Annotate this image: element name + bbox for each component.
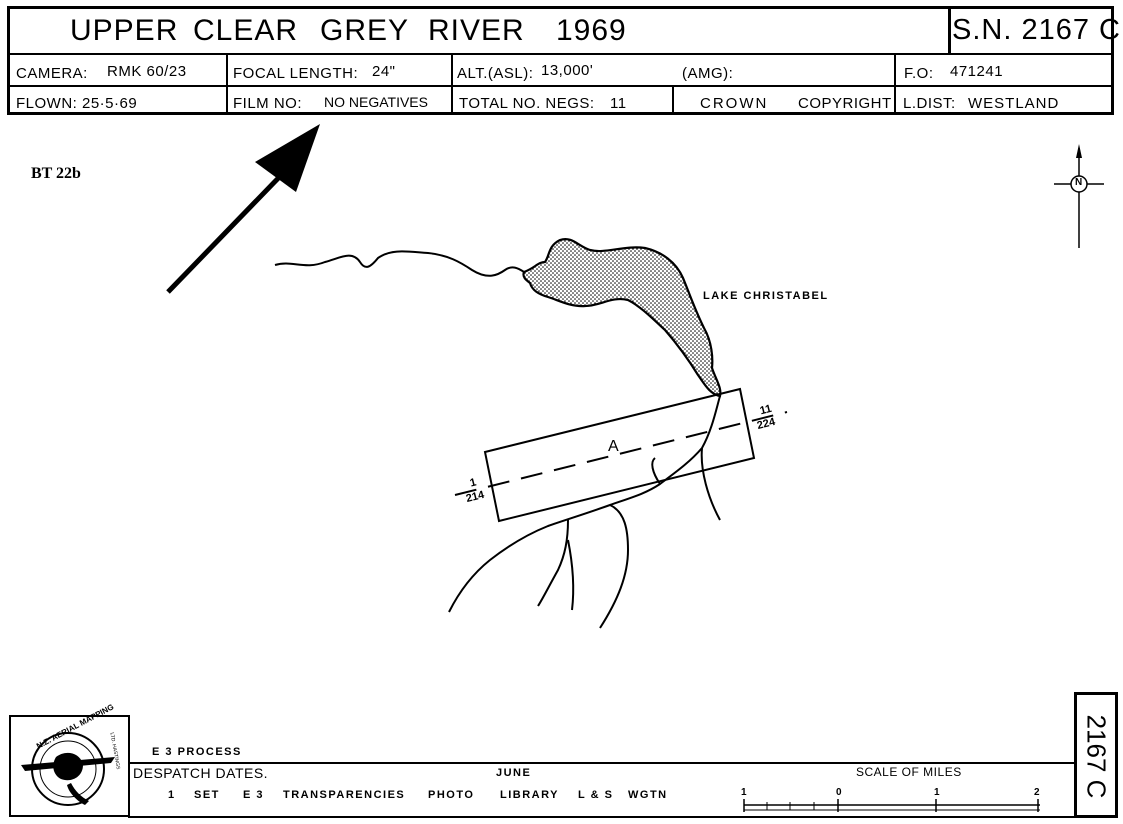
title-year: 1969 — [556, 14, 627, 47]
photo-run-strip — [483, 387, 756, 523]
sheet-code-label: BT 22b — [31, 165, 81, 182]
flown-label: FLOWN: — [16, 95, 78, 112]
title-block: UPPER CLEAR GREY RIVER 1969 S.N. 2167 C … — [7, 6, 1120, 115]
despatch-dates-label: DESPATCH DATES. — [133, 765, 269, 781]
despatch-item-photo: PHOTO — [428, 789, 475, 801]
compass-letter: N — [1075, 177, 1083, 188]
land-district-label: L.DIST: — [903, 95, 956, 112]
footer-rule-top — [128, 762, 1074, 764]
title-word-2: CLEAR — [193, 14, 299, 47]
tributary-3 — [567, 539, 575, 611]
scale-tick-1-left: 1 — [741, 787, 747, 798]
lake-christabel — [522, 238, 722, 398]
fo-label: F.O: — [904, 65, 934, 82]
run-label: A — [608, 438, 619, 455]
river-branch-east — [700, 447, 721, 521]
side-code-box: 2167 C — [1074, 692, 1118, 818]
aerial-mapping-emblem-icon — [21, 732, 115, 806]
amg-label: (AMG): — [682, 65, 734, 82]
inflow-stream — [274, 250, 525, 277]
tributary-1 — [599, 504, 630, 629]
header-divider-d — [894, 53, 896, 112]
river-branch-loop — [651, 457, 661, 485]
camera-value: RMK 60/23 — [107, 63, 187, 80]
title-word-1: UPPER — [70, 14, 179, 47]
film-no-value: NO NEGATIVES — [324, 94, 428, 110]
fo-value: 471241 — [950, 63, 1004, 80]
crown-word: CROWN — [700, 95, 769, 112]
header-divider-sn — [948, 9, 951, 55]
scale-label: SCALE OF MILES — [856, 765, 962, 779]
total-negs-label: TOTAL NO. NEGS: — [459, 95, 595, 112]
footer-rule-bottom — [128, 816, 1074, 818]
side-code: 2167 C — [1081, 714, 1112, 799]
header-rule-2 — [10, 85, 1111, 87]
despatch-item-process: E 3 — [243, 789, 265, 801]
lake-label: LAKE CHRISTABEL — [703, 290, 829, 302]
process-label: E 3 PROCESS — [152, 746, 242, 758]
north-compass-icon — [1054, 144, 1104, 248]
altitude-label: ALT.(ASL): — [457, 65, 534, 82]
sheet-number: S.N. 2167 C — [952, 14, 1121, 46]
despatch-item-qty: 1 — [168, 789, 176, 801]
despatch-item-wgtn: WGTN — [628, 789, 668, 801]
footer-rule-left — [128, 762, 130, 818]
scale-bar — [743, 799, 1040, 812]
title-word-4: RIVER — [428, 14, 525, 47]
title-word-3: GREY — [320, 14, 410, 47]
scale-tick-0: 0 — [836, 787, 842, 798]
scale-tick-2: 2 — [1034, 787, 1040, 798]
camera-label: CAMERA: — [16, 65, 88, 82]
company-logo — [9, 715, 130, 817]
land-district-value: WESTLAND — [968, 95, 1060, 112]
header-rule-1 — [10, 53, 1111, 55]
focal-length-label: FOCAL LENGTH: — [233, 65, 359, 82]
header-divider-a — [226, 53, 228, 112]
despatch-item-type: TRANSPARENCIES — [283, 789, 406, 801]
despatch-item-library: LIBRARY — [500, 789, 559, 801]
flight-line — [454, 411, 788, 496]
despatch-item-set: SET — [194, 789, 220, 801]
tributary-2 — [537, 519, 569, 607]
focal-length-value: 24" — [372, 63, 396, 80]
scale-tick-1: 1 — [934, 787, 940, 798]
despatch-item-ls: L & S — [578, 789, 614, 801]
despatch-month: JUNE — [496, 767, 532, 779]
flight-direction-arrow — [166, 124, 320, 294]
copyright-word: COPYRIGHT — [798, 95, 892, 112]
total-negs-value: 11 — [610, 95, 627, 112]
flown-value: 25·5·69 — [82, 95, 138, 112]
film-no-label: FILM NO: — [233, 95, 303, 112]
header-divider-b — [451, 53, 453, 112]
altitude-value: 13,000' — [541, 62, 594, 79]
header-divider-c — [672, 85, 674, 112]
